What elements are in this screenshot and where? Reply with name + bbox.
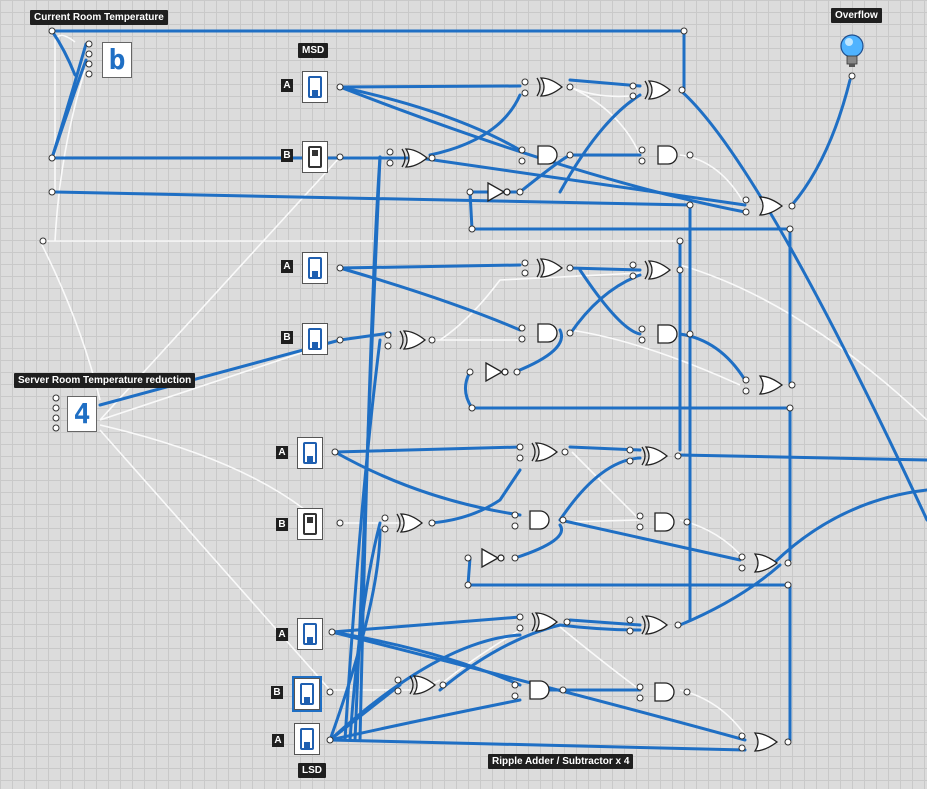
switch-tag-a: A	[281, 260, 293, 273]
input-switch-a-bit2[interactable]	[302, 252, 328, 284]
not-gate	[481, 548, 505, 568]
and-gate	[529, 510, 550, 530]
and-gate	[654, 512, 675, 532]
input-switch-b-bit0[interactable]	[294, 678, 320, 710]
active-wires	[50, 29, 927, 752]
not-gate	[485, 362, 509, 382]
overflow-bulb-icon	[840, 34, 864, 67]
switch-tag-b: B	[281, 331, 293, 344]
lsd-label: LSD	[298, 763, 326, 778]
xor-gate	[644, 80, 671, 100]
current-temperature-label: Current Room Temperature	[30, 10, 168, 25]
not-gate	[487, 182, 511, 202]
input-switch-a-msd[interactable]	[302, 71, 328, 103]
and-gate	[537, 145, 558, 165]
input-switch-a-lsd[interactable]	[294, 723, 320, 755]
msd-label: MSD	[298, 43, 329, 58]
switch-tag-a: A	[281, 79, 293, 92]
switch-tag-b: B	[276, 518, 288, 531]
xor-gate	[644, 260, 671, 280]
or-gate	[759, 196, 783, 216]
switch-tag-b: B	[281, 149, 293, 162]
xor-gate	[536, 258, 563, 278]
xor-gate	[399, 330, 426, 350]
or-gate	[754, 732, 778, 752]
input-switch-b-msd[interactable]	[302, 141, 328, 173]
switch-tag-b: B	[271, 686, 283, 699]
overflow-label: Overflow	[831, 8, 882, 23]
xor-gate	[641, 615, 668, 635]
xor-gate	[536, 77, 563, 97]
ripple-adder-label: Ripple Adder / Subtractor x 4	[488, 754, 634, 769]
input-switch-a-bit0[interactable]	[297, 618, 323, 650]
reduction-display: 4	[67, 396, 97, 432]
xor-gate	[409, 675, 436, 695]
input-switch-b-bit1[interactable]	[297, 508, 323, 540]
switch-tag-a: A	[276, 446, 288, 459]
and-gate	[529, 680, 550, 700]
and-gate	[654, 682, 675, 702]
xor-gate	[641, 446, 668, 466]
input-switch-b-bit2[interactable]	[302, 323, 328, 355]
server-reduction-label: Server Room Temperature reduction	[14, 373, 196, 388]
and-gate	[657, 324, 678, 344]
or-gate	[759, 375, 783, 395]
and-gate	[657, 145, 678, 165]
input-switch-a-bit1[interactable]	[297, 437, 323, 469]
current-temperature-display: b	[102, 42, 132, 78]
switch-tag-a: A	[272, 734, 284, 747]
pin-nodes[interactable]	[39, 27, 856, 752]
xor-gate	[531, 442, 558, 462]
switch-tag-a: A	[276, 628, 288, 641]
and-gate	[537, 323, 558, 343]
